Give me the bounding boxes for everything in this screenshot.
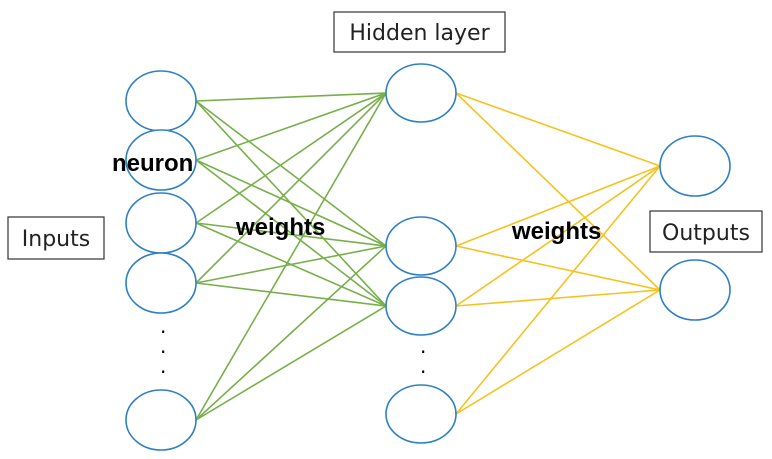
input-neuron-4 (125, 252, 197, 314)
output-neuron-1 (659, 135, 731, 197)
hidden-layer-label: Hidden layer (333, 11, 506, 53)
weight-edge-input-hidden (195, 100, 387, 247)
input-neuron-5 (125, 389, 197, 451)
hidden-output-weights (455, 92, 661, 415)
hidden-neuron-1 (385, 63, 457, 123)
weight-edge-hidden-output (455, 289, 661, 307)
weights-annotation-right: weights (511, 218, 601, 245)
weight-edge-input-hidden (195, 159, 387, 247)
inputs-text: Inputs (22, 227, 90, 252)
hidden-ellipsis-dot-1: . (420, 334, 426, 358)
weight-edge-input-hidden (195, 92, 387, 224)
input-ellipsis: . . . (160, 314, 166, 378)
weight-edge-input-hidden (195, 222, 387, 247)
weight-edge-input-hidden (195, 92, 387, 421)
outputs-label: Outputs (649, 210, 763, 253)
weight-edge-hidden-output (455, 245, 661, 291)
input-ellipsis-dot-3: . (160, 354, 166, 378)
hidden-ellipsis-dot-2: . (420, 354, 426, 378)
input-neuron-1 (125, 70, 197, 132)
input-neuron-2 (125, 129, 197, 191)
hidden-ellipsis: . . (420, 334, 426, 378)
weight-edge-hidden-output (455, 165, 661, 415)
weight-edge-hidden-output (455, 165, 661, 247)
input-ellipsis-dot-1: . (160, 314, 166, 338)
weight-edge-input-hidden (195, 92, 387, 161)
weight-edge-input-hidden (195, 245, 387, 284)
neuron-nodes (125, 63, 731, 451)
weight-edge-hidden-output (455, 289, 661, 415)
hidden-neuron-2 (385, 216, 457, 276)
weight-edge-hidden-output (455, 165, 661, 307)
weight-edge-hidden-output (455, 92, 661, 291)
hidden-layer-text: Hidden layer (349, 21, 490, 46)
hidden-neuron-4 (385, 384, 457, 444)
weight-edge-input-hidden (195, 159, 387, 307)
weights-annotation-left: weights (235, 214, 325, 241)
neuron-annotation: neuron (112, 150, 193, 177)
weight-edge-input-hidden (195, 92, 387, 284)
weight-edge-hidden-output (455, 92, 661, 167)
output-neuron-2 (659, 259, 731, 321)
inputs-box (7, 216, 105, 260)
weight-edge-input-hidden (195, 245, 387, 421)
weight-edge-input-hidden (195, 305, 387, 421)
inputs-label: Inputs (7, 216, 105, 260)
input-hidden-weights (195, 92, 387, 421)
weight-edge-input-hidden (195, 92, 387, 102)
hidden-layer-box (333, 11, 506, 53)
hidden-neuron-3 (385, 276, 457, 336)
input-neuron-3 (125, 192, 197, 254)
input-ellipsis-dot-2: . (160, 334, 166, 358)
outputs-box (649, 210, 763, 253)
weight-edge-input-hidden (195, 282, 387, 307)
outputs-text: Outputs (662, 221, 750, 246)
